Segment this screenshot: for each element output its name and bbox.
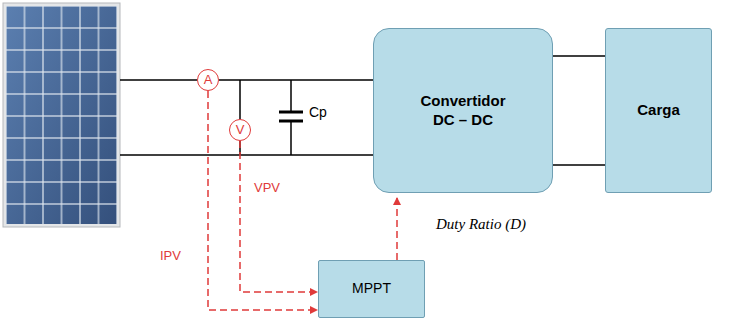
node-text: V bbox=[236, 122, 245, 138]
voltmeter-symbol: V bbox=[229, 119, 251, 141]
node-text: Carga bbox=[637, 101, 680, 120]
power-wire bbox=[553, 164, 605, 166]
signal-label: IPV bbox=[160, 248, 181, 263]
signal-line bbox=[396, 197, 398, 260]
load-box: Carga bbox=[605, 28, 712, 193]
capacitor-symbol bbox=[279, 112, 303, 121]
node-text: MPPT bbox=[352, 280, 391, 298]
node-text: A bbox=[204, 72, 213, 88]
component-label: Cp bbox=[309, 104, 327, 120]
ammeter-symbol: A bbox=[197, 69, 219, 91]
solar-panel bbox=[3, 3, 120, 227]
signal-line bbox=[240, 141, 318, 292]
mppt-box: MPPT bbox=[318, 260, 425, 318]
node-text: Convertidor DC – DC bbox=[408, 92, 518, 130]
power-wire bbox=[553, 55, 605, 57]
signal-label: Duty Ratio (D) bbox=[436, 216, 526, 233]
wires bbox=[120, 80, 373, 155]
signal-line bbox=[208, 91, 318, 310]
power-wire bbox=[219, 79, 373, 81]
signal-label: VPV bbox=[254, 180, 280, 195]
converter-box: Convertidor DC – DC bbox=[373, 28, 553, 193]
